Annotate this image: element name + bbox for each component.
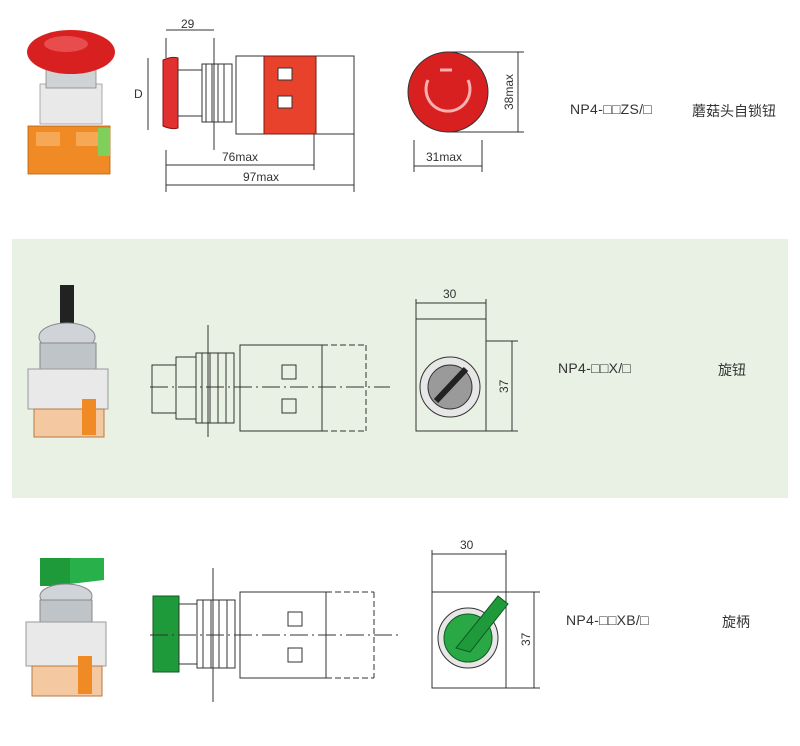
rotary-handle-side-view (150, 568, 400, 702)
model-code-rotary-knob: NP4-□□X/□ (558, 360, 632, 376)
description-rotary-handle: 旋柄 (722, 614, 750, 630)
row-rotary-handle: 30 37 NP4-□□XB/□ 旋柄 (0, 530, 800, 746)
rotary-handle-front-view (431, 550, 540, 689)
mushroom-drawing: 29 D 76max 97max 31max 38max (27, 17, 524, 192)
rotary-knob-band (12, 239, 788, 498)
dim-front-width-label: 31max (426, 150, 462, 164)
handle-dim-height-label: 37 (519, 632, 533, 646)
mushroom-side-view (147, 29, 355, 192)
rotary-handle-product-photo (25, 558, 107, 697)
handle-dim-width-label: 30 (460, 538, 474, 552)
mushroom-front-view (407, 51, 524, 172)
dim-top-label: 29 (181, 17, 195, 31)
description-rotary-knob: 旋钮 (718, 362, 746, 378)
rotary-knob-front-view (415, 299, 518, 432)
model-code-rotary-handle: NP4-□□XB/□ (566, 612, 649, 628)
row-mushroom-lock: 29 D 76max 97max 31max 38max NP4-□□ZS/□ … (0, 0, 800, 230)
rotary-knob-side-view (150, 325, 390, 437)
knob-dim-width-label: 30 (443, 287, 457, 301)
row-rotary-knob: 30 37 NP4-□□X/□ 旋钮 (0, 239, 800, 498)
dim-mid-label: 76max (222, 150, 258, 164)
model-code-mushroom: NP4-□□ZS/□ (570, 101, 653, 117)
dim-front-height-label: 38max (502, 74, 516, 110)
mushroom-product-photo (27, 30, 115, 175)
rotary-knob-drawing: 30 37 (27, 285, 518, 438)
knob-dim-height-label: 37 (497, 379, 511, 393)
dim-left-label: D (134, 87, 143, 101)
description-mushroom: 蘑菇头自锁钮 (692, 103, 776, 119)
dim-bottom-label: 97max (243, 170, 279, 184)
rotary-handle-drawing: 30 37 (25, 538, 540, 702)
rotary-knob-product-photo (27, 285, 109, 438)
